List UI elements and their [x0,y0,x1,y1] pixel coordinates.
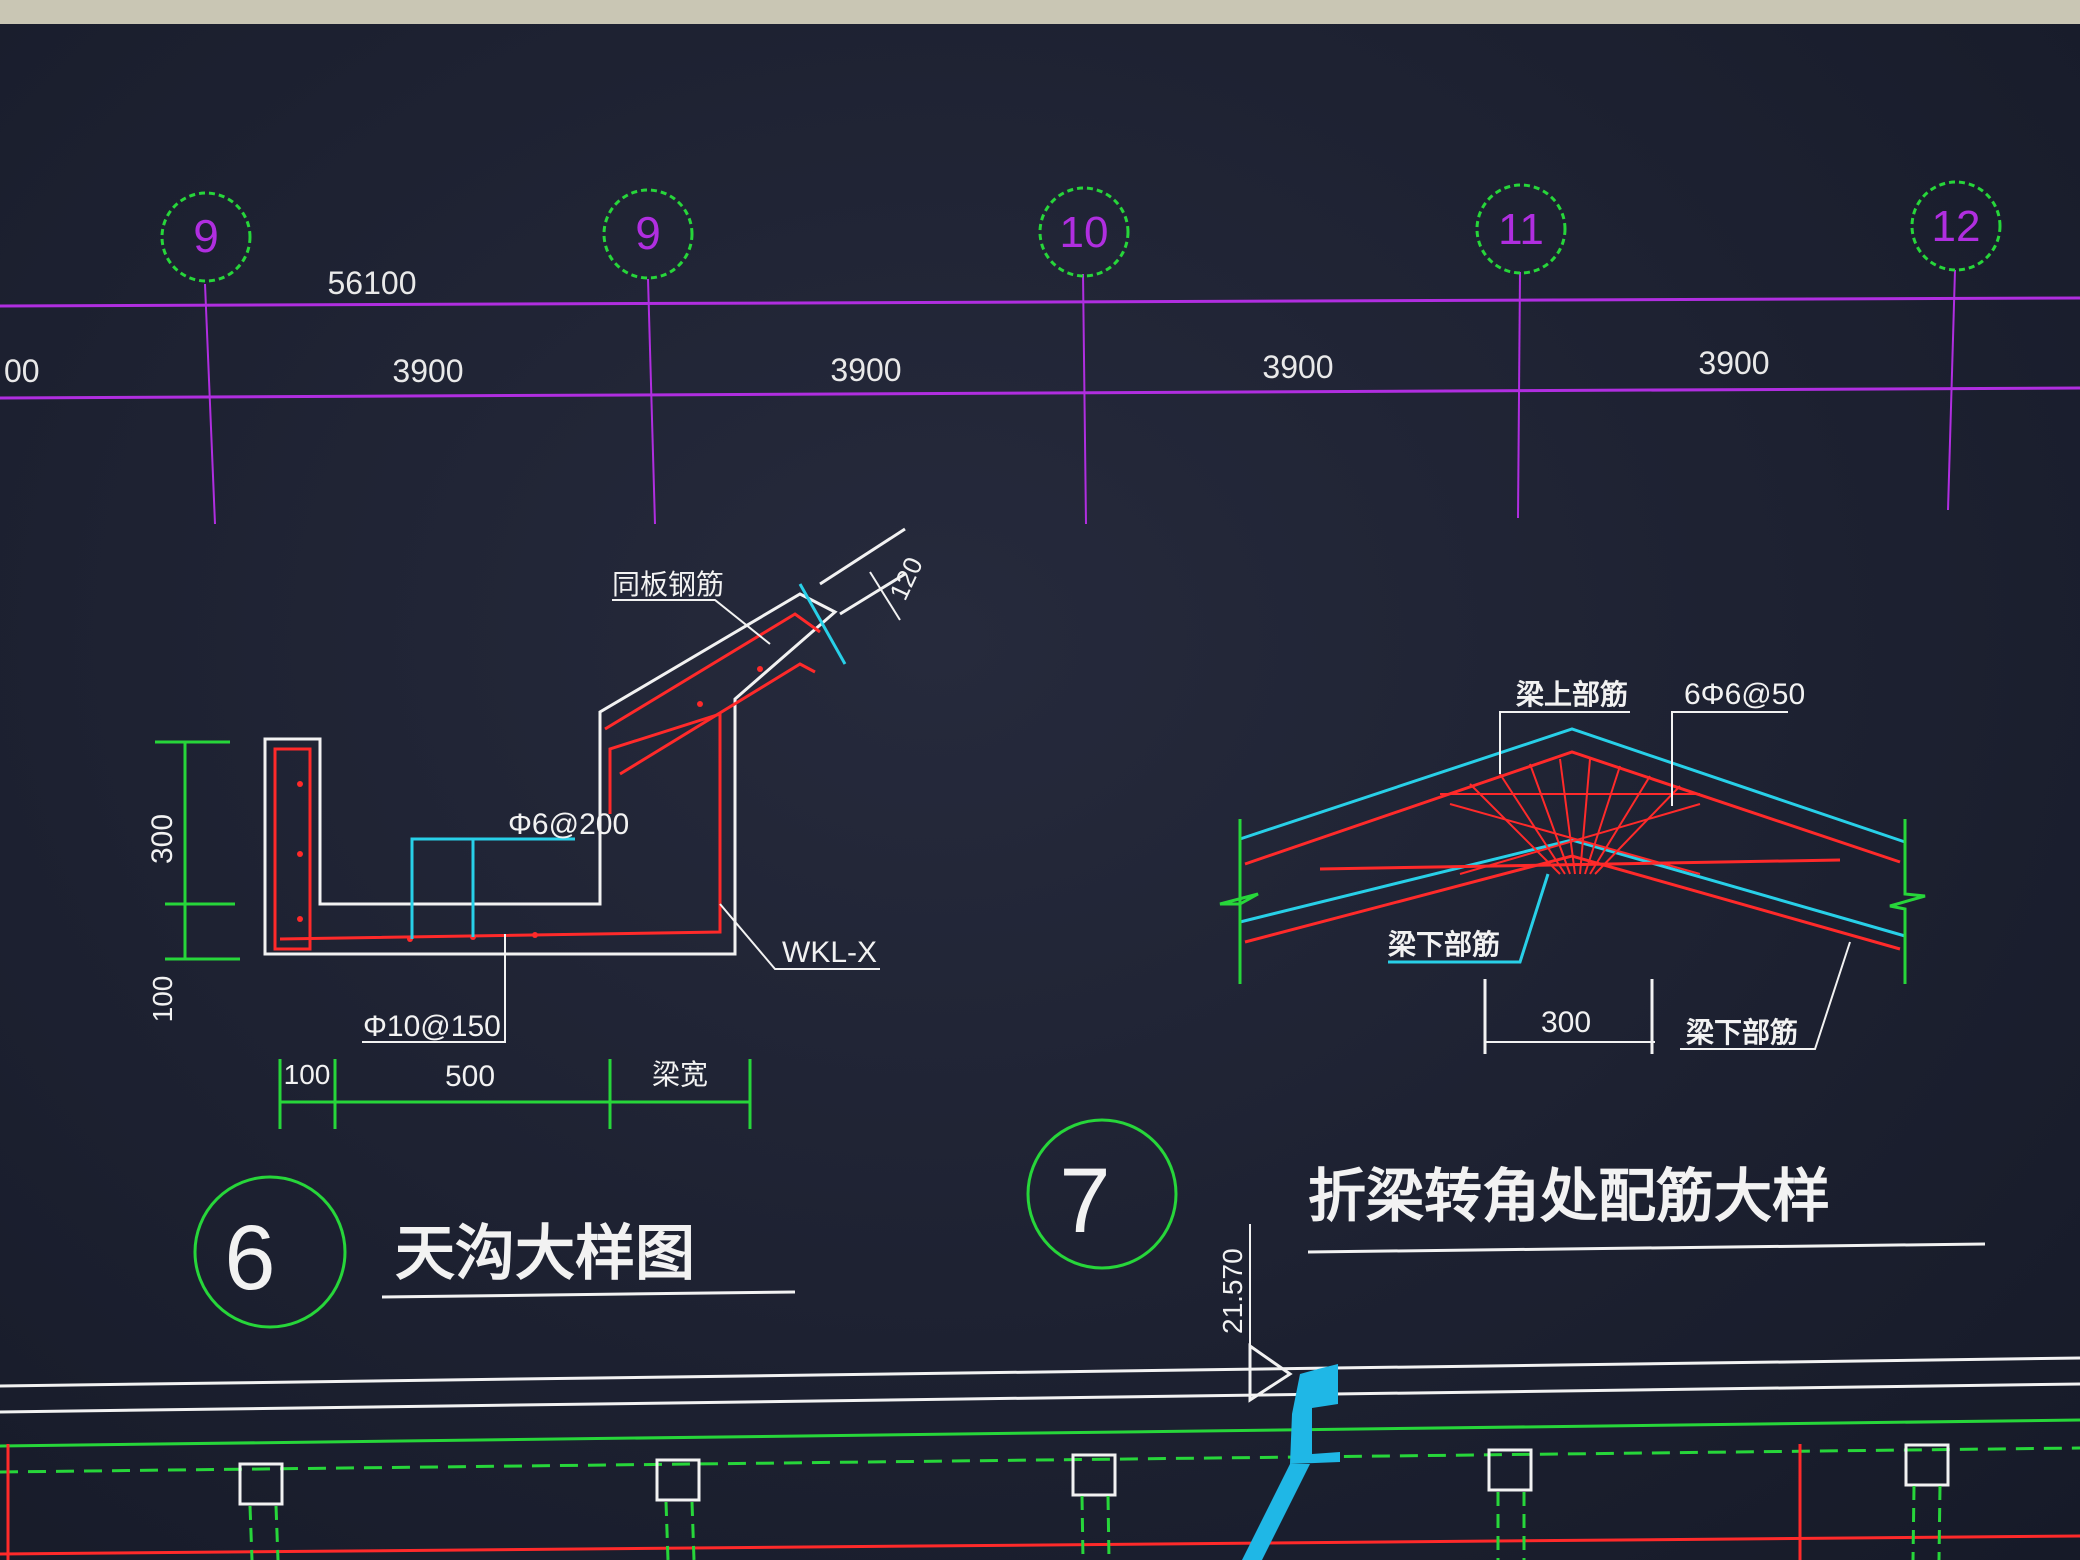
top-rebar [1244,750,1901,866]
break-line [798,583,847,665]
detail-7-title: 折梁转角处配筋大样 [1308,1164,1830,1229]
bottom-elevation[interactable]: 21.570 [0,1224,2080,1560]
beam-bottom-outline [1239,838,1906,938]
stirrup-fan [1449,758,1701,875]
bay-dim-line [0,386,2080,400]
axis-line-9b [647,278,656,525]
detail-7-number: 7 [1059,1150,1110,1252]
beam-top-outline [1239,727,1906,844]
slope-rebar [604,612,821,731]
beam-label: WKL-X [782,936,877,969]
stirrup-label: 6Φ6@50 [1684,678,1805,711]
bottom-rebar-label: 梁下部筋 [1387,928,1500,960]
axis-label: 9 [635,207,661,259]
axis-bubble-10[interactable]: 10 [1038,186,1130,278]
axis-grid: 9 9 10 11 12 56100 00 3900 3900 3900 390… [0,180,2080,525]
bay-dim-text: 3900 [1698,345,1769,381]
dim-300: 300 [146,814,179,864]
partial-dim-text: 00 [4,353,40,389]
detail-6-title: 天沟大样图 [395,1220,695,1287]
top-rebar-label: 梁上部筋 [1515,678,1628,710]
axis-line-11 [1517,271,1521,519]
axis-label: 11 [1498,205,1544,254]
column-markers [238,1443,1950,1506]
overall-dim-text: 56100 [328,265,417,301]
dim-300: 300 [1541,1006,1591,1039]
break-mark-left [1219,819,1259,984]
axis-bubble-12[interactable]: 12 [1910,180,2002,272]
bay-dim-text: 3900 [392,353,463,389]
detail-6-bubble [193,1175,347,1329]
wall-rebar [273,747,312,951]
bay-dim-text: 3900 [1262,349,1333,385]
axis-line-9a [204,283,216,525]
axis-line-10 [1082,273,1087,525]
roof-rebar-label: 同板钢筋 [612,569,724,600]
gutter-outline [263,592,838,956]
level-value: 21.570 [1217,1248,1248,1334]
dim-beam-width: 梁宽 [652,1059,708,1090]
level-marker [1248,1343,1293,1403]
axis-label: 10 [1060,208,1109,257]
stirrup-leader [410,837,575,939]
axis-label: 9 [193,210,219,262]
axis-bubble-9b[interactable]: 9 [602,188,694,280]
bottom-rebar-label: Φ10@150 [363,1010,501,1043]
dim-100: 100 [147,976,178,1023]
cyan-section-fill [1290,1364,1340,1464]
dim-100-b: 100 [284,1059,331,1090]
detail-7-bubble [1026,1118,1178,1270]
cad-model-viewport[interactable]: 9 9 10 11 12 56100 00 3900 3900 3900 390… [0,24,2080,1560]
slope-dim: 120 [883,553,929,605]
break-mark-right [1889,819,1926,984]
axis-bubble-11[interactable]: 11 [1475,183,1567,275]
cad-drawing[interactable]: 9 9 10 11 12 56100 00 3900 3900 3900 390… [0,24,2080,1560]
overall-dim-line [0,296,2080,308]
bottom-rebar-label-2: 梁下部筋 [1685,1016,1798,1048]
bay-dim-text: 3900 [830,352,901,388]
stirrup-label: Φ6@200 [508,808,629,841]
axis-bubble-9a[interactable]: 9 [160,191,252,283]
axis-label: 12 [1932,202,1981,251]
axis-line-12 [1947,269,1956,511]
detail-7-beam-corner[interactable]: 梁上部筋 6Φ6@50 梁下部筋 梁下部筋 300 7 折梁转角处配筋大样 [1026,678,1986,1270]
detail-6-number: 6 [224,1207,275,1309]
detail-6-gutter-section[interactable]: Φ6@200 Φ10@150 WKL-X 同板钢筋 120 300 100 10… [146,527,929,1329]
dim-500: 500 [445,1060,495,1093]
